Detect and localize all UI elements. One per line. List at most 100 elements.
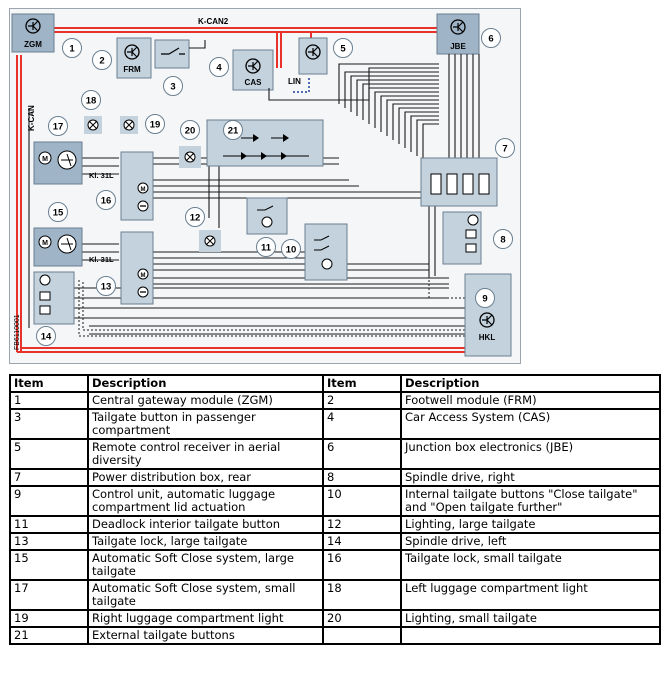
zgm-module: ZGM (11, 13, 55, 53)
callout-7: 7 (495, 138, 515, 158)
item-number-cell: 1 (9, 391, 89, 410)
item-number-cell: 21 (9, 626, 89, 645)
description-cell: Lighting, small tailgate (400, 609, 661, 628)
description-cell (400, 626, 661, 645)
callout-10: 10 (281, 239, 301, 259)
description-cell: Remote control receiver in aerial divers… (87, 438, 324, 470)
description-cell: Left luggage compartment light (400, 579, 661, 611)
header-description-1: Description (87, 374, 324, 393)
frm-module: FRM (116, 37, 152, 79)
hkl-module: HKL (464, 273, 512, 357)
callout-label: 7 (502, 144, 507, 155)
item-number-cell (322, 626, 402, 645)
item-number-cell: 4 (322, 408, 402, 440)
callout-label: 9 (482, 294, 487, 305)
soft-close-small: M (33, 141, 83, 185)
callout-label: 20 (185, 126, 196, 137)
callout-label: 5 (340, 44, 346, 55)
callout-label: 17 (53, 122, 64, 133)
description-cell: Power distribution box, rear (87, 468, 324, 487)
spindle-drive-left (33, 271, 75, 325)
small-tailgate-lighting (179, 146, 201, 168)
figure-id: FB6110001 (14, 314, 21, 350)
svg-text:M: M (42, 240, 48, 247)
description-cell: Control unit, automatic luggage compartm… (87, 485, 324, 517)
description-cell: Internal tailgate buttons "Close tailgat… (400, 485, 661, 517)
description-cell: Tailgate lock, large tailgate (87, 532, 324, 551)
table-header-row: Item Description Item Description (9, 374, 661, 393)
item-number-cell: 13 (9, 532, 89, 551)
callout-12: 12 (185, 207, 205, 227)
header-item-1: Item (9, 374, 89, 393)
description-cell: External tailgate buttons (87, 626, 324, 645)
zgm-label: ZGM (24, 40, 42, 49)
spindle-drive-right (442, 211, 482, 265)
svg-text:M: M (141, 187, 146, 193)
remote-receiver: LIN (288, 37, 328, 93)
item-number-cell: 16 (322, 549, 402, 581)
callout-8: 8 (493, 229, 513, 249)
item-number-cell: 20 (322, 609, 402, 628)
callout-label: 21 (228, 126, 239, 137)
callout-label: 13 (101, 282, 112, 293)
callout-label: 4 (216, 63, 222, 74)
description-cell: Deadlock interior tailgate button (87, 515, 324, 534)
description-cell: Car Access System (CAS) (400, 408, 661, 440)
tailgate-lock-small: M (120, 151, 154, 221)
item-number-cell: 19 (9, 609, 89, 628)
item-number-cell: 9 (9, 485, 89, 517)
large-tailgate-lighting (199, 230, 221, 252)
item-number-cell: 7 (9, 468, 89, 487)
wiring-diagram: ZGM FRM CAS LIN JBE K-CAN K-CAN2 (9, 8, 521, 364)
callout-21: 21 (223, 120, 243, 140)
callout-4: 4 (209, 57, 229, 77)
callout-label: 2 (99, 56, 104, 67)
description-cell: Lighting, large tailgate (400, 515, 661, 534)
callout-label: 14 (41, 332, 52, 343)
callout-9: 9 (475, 288, 495, 308)
callout-label: 8 (500, 235, 505, 246)
item-number-cell: 6 (322, 438, 402, 470)
item-number-cell: 3 (9, 408, 89, 440)
item-number-cell: 2 (322, 391, 402, 410)
callout-label: 10 (286, 245, 297, 256)
kl31l-upper: Kl. 31L (89, 171, 114, 180)
power-distribution-box (420, 157, 498, 207)
hkl-label: HKL (479, 333, 496, 342)
callout-13: 13 (96, 276, 116, 296)
callout-label: 18 (86, 96, 97, 107)
dashed-wires (78, 208, 479, 337)
callout-label: 6 (488, 34, 493, 45)
description-cell: Central gateway module (ZGM) (87, 391, 324, 410)
item-number-cell: 10 (322, 485, 402, 517)
description-cell: Spindle drive, right (400, 468, 661, 487)
frm-label: FRM (123, 65, 141, 74)
callout-label: 12 (190, 213, 201, 224)
tailgate-lock-large: M (120, 231, 154, 305)
callout-18: 18 (81, 90, 101, 110)
item-number-cell: 18 (322, 579, 402, 611)
jbe-module: JBE (436, 13, 480, 55)
callout-1: 1 (62, 38, 82, 58)
callout-15: 15 (48, 202, 68, 222)
description-cell: Automatic Soft Close system, small tailg… (87, 579, 324, 611)
tailgate-button-passenger (154, 39, 190, 69)
callout-16: 16 (96, 190, 116, 210)
right-luggage-light (120, 116, 138, 134)
callout-label: 15 (53, 208, 64, 219)
item-number-cell: 15 (9, 549, 89, 581)
item-number-cell: 8 (322, 468, 402, 487)
svg-text:M: M (42, 156, 48, 163)
callout-3: 3 (163, 76, 183, 96)
